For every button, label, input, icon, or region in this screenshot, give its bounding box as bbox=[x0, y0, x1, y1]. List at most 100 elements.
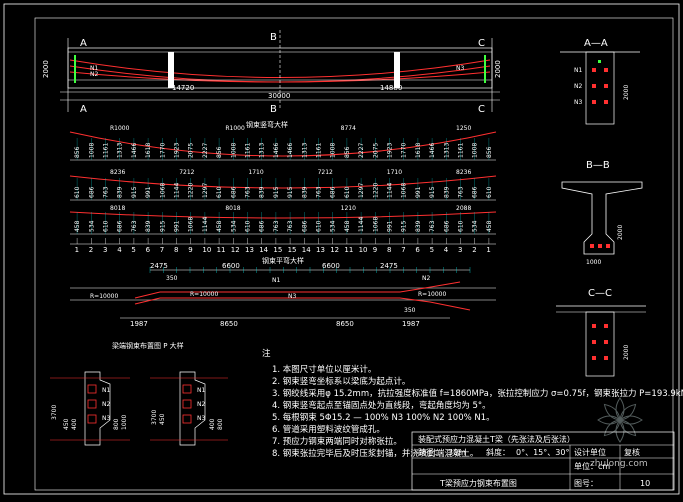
profile-value: 763 bbox=[316, 186, 323, 198]
profile-value: 839 bbox=[443, 186, 450, 198]
profile-value: 763 bbox=[458, 186, 465, 198]
profile-curve bbox=[69, 211, 497, 219]
note-line: 5. 每根钢束 5Φ15.2 — 100% N3 100% N2 100% N1… bbox=[272, 412, 495, 423]
station-number: 6 bbox=[146, 246, 151, 254]
profile-value: 763 bbox=[103, 186, 110, 198]
note-line: 2. 钢束竖弯坐标系以梁底为起点计。 bbox=[272, 376, 410, 387]
tb-design: 设计单位 bbox=[574, 447, 606, 457]
profile-value: 856 bbox=[344, 146, 351, 158]
profile-tag: 8236 bbox=[110, 169, 125, 176]
aa-dim-1: 2000 bbox=[623, 85, 630, 100]
station-number: 4 bbox=[444, 246, 449, 254]
profile-value: 991 bbox=[145, 186, 152, 198]
profile-value: 1313 bbox=[443, 143, 450, 158]
station-number: 1 bbox=[486, 246, 490, 254]
station-number: 8 bbox=[174, 246, 178, 254]
tb-drawing-no-label: 图号： bbox=[574, 479, 598, 488]
station-number: 9 bbox=[373, 246, 377, 254]
profile-value: 1068 bbox=[372, 217, 379, 232]
profile-value: 1161 bbox=[103, 143, 110, 158]
note-line: 8. 钢束张拉完毕后及时压浆封锚，并浇筑封端混凝土。 bbox=[272, 448, 478, 459]
section-cc-title: C—C bbox=[588, 288, 612, 299]
profile-value: 763 bbox=[287, 220, 294, 232]
anchor-right-dim-1: 3700 bbox=[151, 410, 158, 425]
plan-radius-3: R=10000 bbox=[418, 291, 446, 298]
profile-value: 1068 bbox=[401, 183, 408, 198]
tendon-n2-curve bbox=[69, 65, 491, 83]
section-a-bottom-label: A bbox=[80, 104, 87, 115]
profile-curve bbox=[69, 131, 497, 157]
left-span-dim: 14720 bbox=[172, 84, 194, 92]
profile-value: 1220 bbox=[372, 183, 379, 198]
profile-value: 458 bbox=[344, 220, 351, 232]
profile-value: 1220 bbox=[188, 183, 195, 198]
profile-value: 915 bbox=[287, 186, 294, 198]
profile-value: 839 bbox=[117, 186, 124, 198]
anchor-detail-right: 3700 450 400 800 N1 N2 N3 bbox=[150, 371, 228, 446]
profile-value: 1313 bbox=[301, 143, 308, 158]
profile-value: 1144 bbox=[358, 217, 365, 232]
bb-dim-1: 1000 bbox=[586, 259, 601, 266]
profile-value: 839 bbox=[301, 186, 308, 198]
profile-value: 1313 bbox=[259, 143, 266, 158]
plan-tag-n2: N2 bbox=[422, 275, 430, 282]
left-height-dim: 2000 bbox=[42, 60, 50, 78]
station-number: 3 bbox=[103, 246, 107, 254]
profile-value: 1618 bbox=[145, 143, 152, 158]
profile-value: 1466 bbox=[287, 143, 294, 158]
profile-value: 534 bbox=[88, 220, 95, 232]
profile-value: 686 bbox=[301, 220, 308, 232]
note-line: 7. 预应力钢束两端同时对称张拉。 bbox=[272, 436, 402, 447]
profile-value: 1923 bbox=[174, 143, 181, 158]
profile-value: 458 bbox=[74, 220, 81, 232]
station-number: 2 bbox=[472, 246, 476, 254]
profile-value: 2227 bbox=[202, 143, 209, 158]
section-cc: C—C 2000 bbox=[556, 288, 646, 377]
tb-span-label: 跨径： bbox=[418, 447, 442, 457]
station-number: 11 bbox=[344, 246, 353, 254]
profile-tag: 8018 bbox=[225, 205, 240, 212]
tb-check: 复核 bbox=[624, 447, 640, 457]
tb-sheet-name: T梁预应力钢束布置图 bbox=[439, 478, 517, 488]
anchor-detail-left: 3700 450 400 800 1000 N1 N2 N3 bbox=[50, 371, 130, 446]
profile-value: 534 bbox=[330, 220, 337, 232]
station-number: 4 bbox=[117, 246, 122, 254]
profile-value: 534 bbox=[472, 220, 479, 232]
profile-value: 686 bbox=[472, 186, 479, 198]
plan-bottom-dim-2: 8650 bbox=[220, 320, 238, 328]
note-line: 1. 本图尺寸单位以厘米计。 bbox=[272, 364, 376, 375]
profile-value: 1068 bbox=[188, 217, 195, 232]
plan-radius-1: R=10000 bbox=[90, 293, 118, 300]
profile-value: 1466 bbox=[273, 143, 280, 158]
profile-tag: 2088 bbox=[456, 205, 471, 212]
profile-value: 1297 bbox=[202, 183, 209, 198]
anchor-left-dim-3: 400 bbox=[71, 418, 78, 430]
profile-value: 610 bbox=[103, 220, 110, 232]
station-number: 5 bbox=[430, 246, 434, 254]
vertical-profile-title: 钢束竖弯大样 bbox=[246, 120, 288, 129]
profile-tag: 1210 bbox=[341, 205, 356, 212]
profile-value: 686 bbox=[443, 220, 450, 232]
aa-tag-n3: N3 bbox=[574, 99, 582, 106]
right-height-dim: 2000 bbox=[494, 60, 502, 78]
profile-value: 610 bbox=[344, 186, 351, 198]
profile-tag: R1000 bbox=[225, 125, 245, 132]
station-number: 13 bbox=[316, 246, 325, 254]
bb-tbeam-outline bbox=[561, 181, 643, 255]
plan-side-dim-1: 350 bbox=[166, 275, 178, 282]
anchor-right-tag-n2: N2 bbox=[197, 401, 205, 408]
profile-value: 1008 bbox=[472, 143, 479, 158]
profile-value: 1068 bbox=[159, 183, 166, 198]
profile-tag: R1000 bbox=[110, 125, 130, 132]
station-number: 5 bbox=[131, 246, 135, 254]
profile-value: 915 bbox=[429, 186, 436, 198]
cc-dim-1: 2000 bbox=[623, 345, 630, 360]
station-number: 10 bbox=[202, 246, 211, 254]
beam-elevation: A A B B C C 14720 14880 30000 2000 2000 … bbox=[42, 30, 502, 115]
aa-tag-n2: N2 bbox=[574, 83, 582, 90]
tendon-plan: 2475 6600 6600 2475 1987 8650 8650 1987 … bbox=[70, 262, 496, 328]
anchor-left-dim-5: 1000 bbox=[121, 415, 128, 430]
station-number: 14 bbox=[259, 246, 268, 254]
